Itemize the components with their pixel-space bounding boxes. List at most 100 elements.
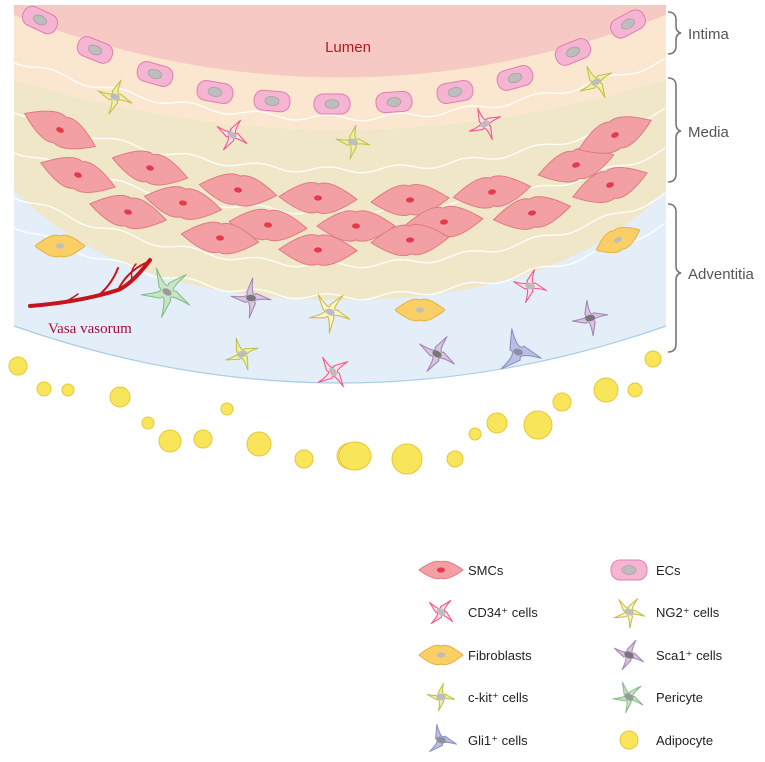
adipocyte <box>141 416 155 430</box>
pericyte <box>140 267 191 318</box>
sca1-cell-icon <box>613 639 645 671</box>
adipocyte <box>36 381 52 397</box>
sca1-cell <box>230 277 272 319</box>
smooth-muscle-cell <box>111 150 189 186</box>
cd34-cell-icon <box>428 599 454 625</box>
ec-icon <box>610 559 648 581</box>
adipocyte <box>446 450 464 468</box>
sca1-cell <box>419 336 455 372</box>
media-bracket <box>667 77 682 183</box>
pericyte-icon <box>612 681 644 714</box>
ckit-cell-icon <box>426 682 456 712</box>
fibroblast <box>34 234 86 258</box>
endothelial-cell <box>375 90 413 114</box>
legend-item-ec: ECs <box>610 559 681 581</box>
pericyte-icon <box>612 681 644 714</box>
endothelial-cell <box>554 38 592 66</box>
lumen-area <box>14 5 666 78</box>
adipocyte <box>8 356 28 376</box>
adipocyte <box>486 412 508 434</box>
adipocyte <box>552 392 572 412</box>
smooth-muscle-cell <box>492 196 572 230</box>
smooth-muscle-cell <box>143 186 223 220</box>
ng2-cell-icon <box>613 598 646 629</box>
endothelial-cell <box>436 79 474 105</box>
legend-item-sca1: Sca1⁺ cells <box>613 639 723 671</box>
legend-item-adipocyte: Adipocyte <box>619 730 713 750</box>
legend-label-adipocyte: Adipocyte <box>656 733 713 748</box>
sca1-cell-icon <box>613 639 645 671</box>
adipocyte <box>593 377 619 403</box>
adipocyte <box>391 443 423 475</box>
adipocyte <box>523 410 553 440</box>
adipocyte <box>627 382 643 398</box>
adipocytes <box>8 350 662 475</box>
smooth-muscle-cell <box>89 194 167 230</box>
smooth-muscle-cell <box>228 208 308 242</box>
adipocyte <box>644 350 662 368</box>
ckit-cell-icon <box>426 682 456 712</box>
legend-label-pericyte: Pericyte <box>656 690 703 705</box>
adipocyte <box>294 449 314 469</box>
fibroblast-icon <box>418 644 464 666</box>
gli1-cell-icon <box>429 723 458 752</box>
smooth-muscle-cell <box>578 116 652 154</box>
legend-label-fibroblast: Fibroblasts <box>468 648 532 663</box>
ng2-cell <box>309 294 351 334</box>
smc-icon <box>418 560 464 580</box>
vasa-vasorum-vessel <box>28 258 152 308</box>
endothelial-cell <box>196 79 234 105</box>
smooth-muscle-cell <box>572 167 648 203</box>
cd34-cell <box>317 356 349 388</box>
cd34-cell <box>513 269 547 303</box>
smooth-muscle-cell <box>198 173 278 207</box>
endothelial-cell <box>496 65 534 91</box>
adipocyte <box>220 402 234 416</box>
adipocyte <box>61 383 75 397</box>
layer-brackets <box>667 11 682 353</box>
legend-label-sca1: Sca1⁺ cells <box>656 648 723 663</box>
smooth-muscle-cell <box>278 182 358 214</box>
ckit-cell <box>225 337 259 371</box>
legend-item-fibroblast: Fibroblasts <box>418 644 532 666</box>
legend-item-ng2: NG2⁺ cells <box>613 598 720 629</box>
smc-icon <box>418 560 464 580</box>
legend-label-gli1: Gli1⁺ cells <box>468 733 528 748</box>
adipocyte-icon <box>619 730 639 750</box>
legend-label-ng2: NG2⁺ cells <box>656 605 720 620</box>
ng2-cell-icon <box>613 598 646 629</box>
adipocyte <box>109 386 131 408</box>
adventitial-cells <box>34 65 641 388</box>
legend-label-cd34: CD34⁺ cells <box>468 605 538 620</box>
smooth-muscle-cell <box>23 110 97 150</box>
smooth-muscle-cell <box>452 175 532 209</box>
smooth-muscle-cell <box>537 147 615 183</box>
cd34-cell-icon <box>428 599 454 625</box>
media-layer <box>14 70 666 300</box>
vessel-layers <box>14 5 666 383</box>
endothelial-cell <box>313 93 351 115</box>
ckit-cell <box>97 79 133 115</box>
legend-label-ckit: c-kit⁺ cells <box>468 690 529 705</box>
ec-icon <box>610 559 648 581</box>
endothelial-cell <box>136 61 174 87</box>
endothelial-cell <box>253 89 291 113</box>
adipocyte-icon <box>619 730 639 750</box>
legend-label-ec: ECs <box>656 563 681 578</box>
ckit-cell <box>335 124 371 160</box>
cd34-cell <box>469 108 501 140</box>
fibroblast <box>595 226 641 254</box>
elastic-laminae <box>14 57 666 301</box>
intima-bracket <box>667 11 682 55</box>
smooth-muscle-cell <box>40 157 116 193</box>
smooth-muscle-cell <box>316 210 396 242</box>
legend-item-smc: SMCs <box>418 560 504 580</box>
smooth-muscle-cell <box>370 223 450 257</box>
adipocyte <box>468 427 482 441</box>
smooth-muscle-cell <box>278 234 358 266</box>
intima-label: Intima <box>688 26 730 43</box>
legend-item-gli1: Gli1⁺ cells <box>429 723 528 752</box>
adipocyte <box>246 431 272 457</box>
